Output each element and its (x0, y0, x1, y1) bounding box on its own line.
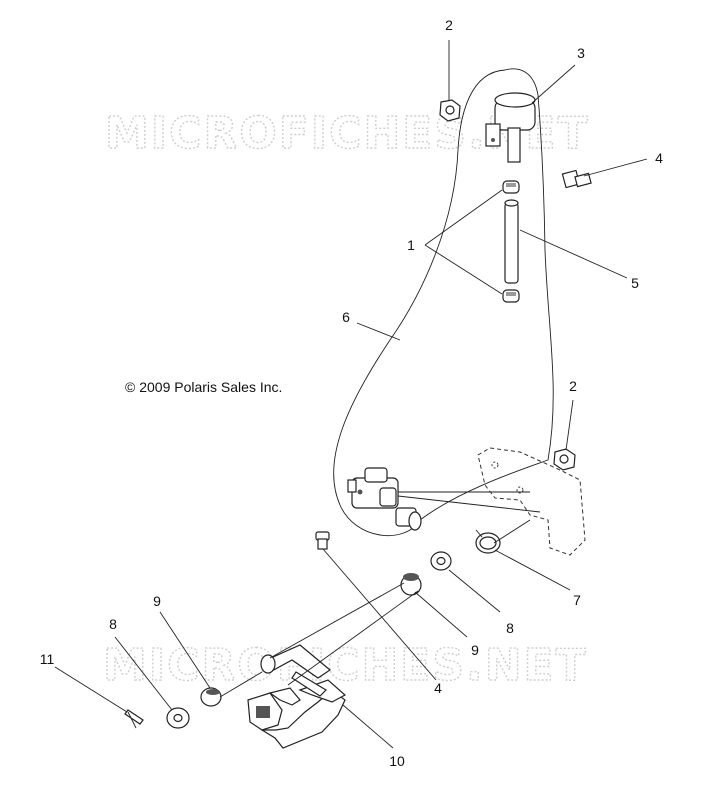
callout-8-right: 8 (506, 620, 514, 636)
callout-2-top: 2 (445, 17, 453, 33)
callout-1: 1 (407, 237, 415, 253)
callout-4-top: 4 (655, 150, 663, 166)
callout-10: 10 (389, 753, 405, 769)
callout-8-left: 8 (109, 616, 117, 632)
bushing-part-right (400, 573, 422, 596)
washer-part-right (430, 551, 452, 571)
callout-4-lower: 4 (434, 680, 442, 696)
bolt-part-lower (315, 531, 330, 550)
callout-7: 7 (573, 592, 581, 608)
clamp-part-top (502, 180, 520, 194)
nut-part-top (439, 99, 461, 122)
bushing-part-left (200, 687, 222, 707)
watermark-bottom: MICROFICHES.NET (103, 640, 588, 691)
reservoir-part (485, 92, 536, 163)
bracket-plate (477, 447, 586, 556)
callout-2-right: 2 (569, 378, 577, 394)
clamp-part-bottom (502, 289, 520, 303)
copyright-text: © 2009 Polaris Sales Inc. (125, 379, 282, 395)
callout-5: 5 (631, 275, 639, 291)
cotter-pin-part (124, 709, 144, 729)
hose-part (504, 199, 519, 284)
callout-9-left: 9 (153, 593, 161, 609)
pedal-part (247, 644, 347, 749)
master-cylinder-part (347, 467, 422, 531)
washer-part-left (166, 707, 190, 729)
callout-6: 6 (342, 309, 350, 325)
callout-9-right: 9 (471, 642, 479, 658)
callout-3: 3 (577, 45, 585, 61)
bracket-hole (516, 486, 524, 494)
bolt-part-top (561, 169, 592, 189)
bracket-hole (491, 461, 499, 469)
leader-lines (54, 40, 648, 749)
spring-part (475, 529, 501, 554)
nut-part-right (553, 448, 576, 471)
callout-11: 11 (40, 651, 55, 667)
